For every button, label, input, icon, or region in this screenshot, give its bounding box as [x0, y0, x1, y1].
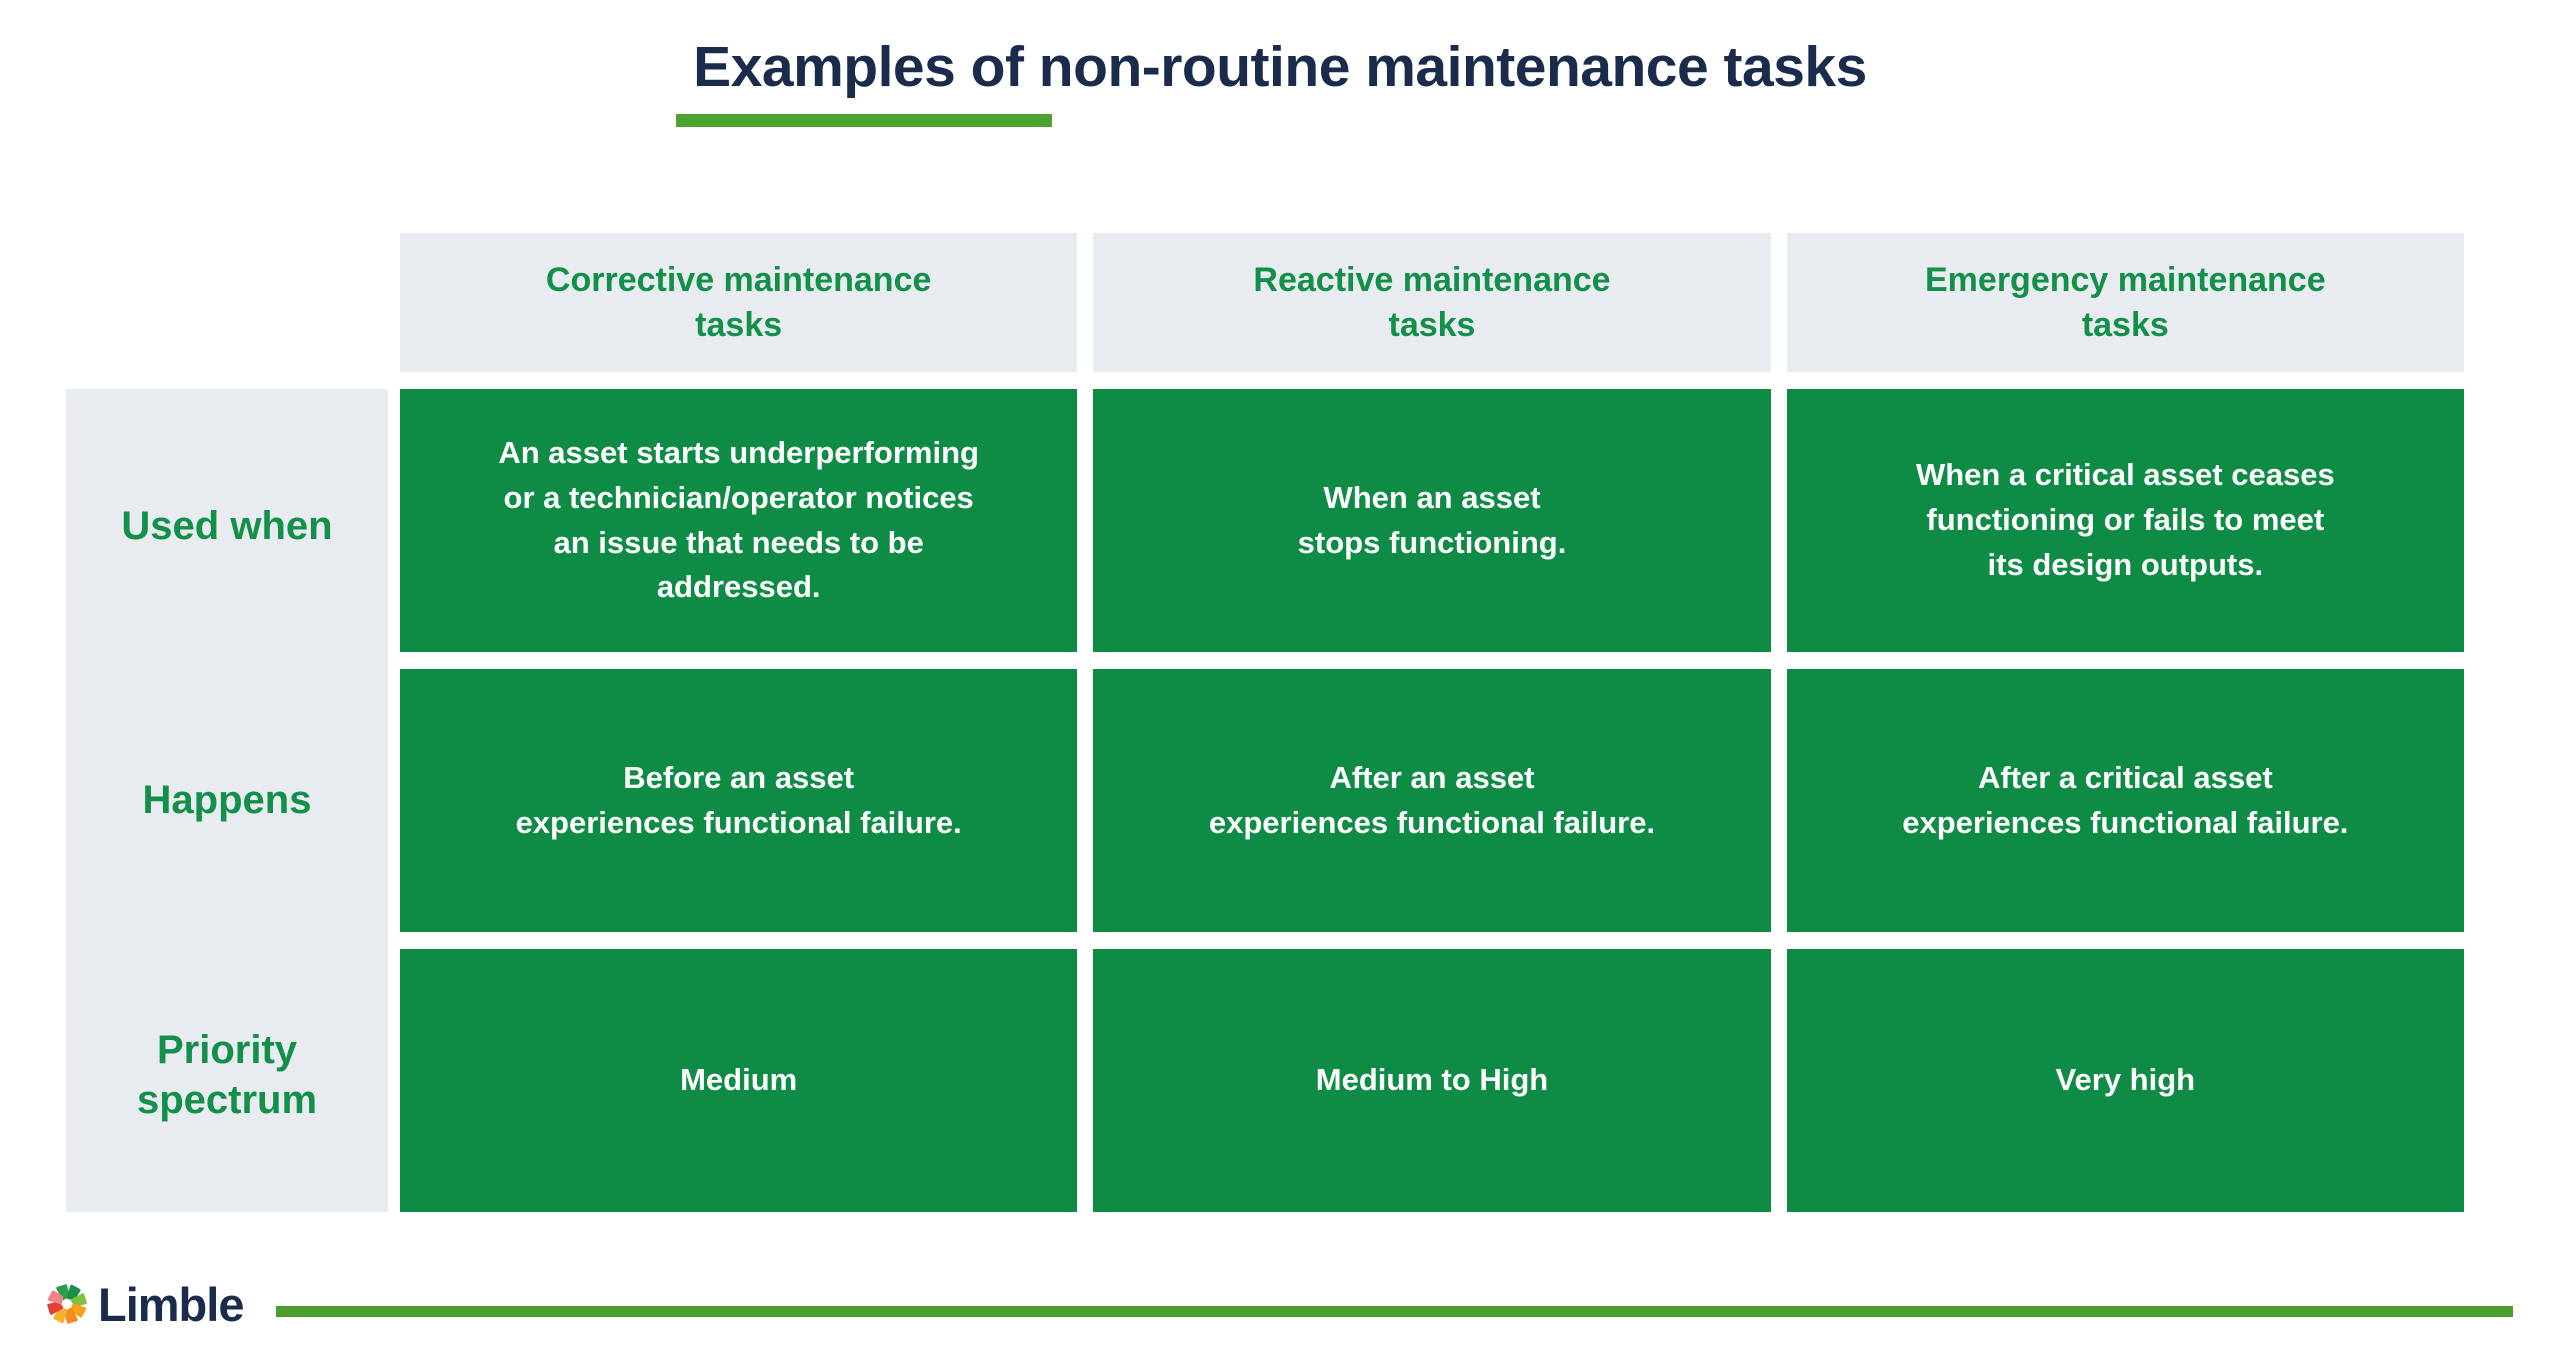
column-header-row: Corrective maintenance tasks Reactive ma…	[400, 233, 2464, 372]
cell-used-when-corrective: An asset starts underperforming or a tec…	[400, 389, 1078, 652]
table-body-grid: An asset starts underperforming or a tec…	[400, 389, 2464, 1212]
limble-pinwheel-gear-icon	[44, 1281, 90, 1327]
column-header-emergency: Emergency maintenance tasks	[1786, 233, 2464, 372]
cell-used-when-emergency: When a critical asset ceases functioning…	[1786, 389, 2464, 652]
cell-priority-corrective: Medium	[400, 949, 1078, 1212]
column-header-reactive: Reactive maintenance tasks	[1093, 233, 1771, 372]
brand-wordmark: Limble	[98, 1277, 244, 1331]
row-header-column: Used when Happens Priority spectrum	[66, 389, 388, 1212]
row-header-priority-spectrum: Priority spectrum	[136, 1027, 318, 1122]
cell-happens-reactive: After an asset experiences functional fa…	[1093, 669, 1771, 932]
title-underline-bar	[676, 114, 1052, 127]
cell-happens-corrective: Before an asset experiences functional f…	[400, 669, 1078, 932]
limble-logo: Limble	[44, 1277, 244, 1331]
cell-used-when-reactive: When an asset stops functioning.	[1093, 389, 1771, 652]
cell-priority-emergency: Very high	[1786, 949, 2464, 1212]
cell-happens-emergency: After a critical asset experiences funct…	[1786, 669, 2464, 932]
row-header-used-when: Used when	[121, 504, 333, 549]
row-header-happens: Happens	[142, 778, 312, 823]
page-title: Examples of non-routine maintenance task…	[693, 35, 1867, 99]
cell-priority-reactive: Medium to High	[1093, 949, 1771, 1212]
column-header-corrective: Corrective maintenance tasks	[400, 233, 1078, 372]
footer-accent-line	[276, 1306, 2513, 1317]
